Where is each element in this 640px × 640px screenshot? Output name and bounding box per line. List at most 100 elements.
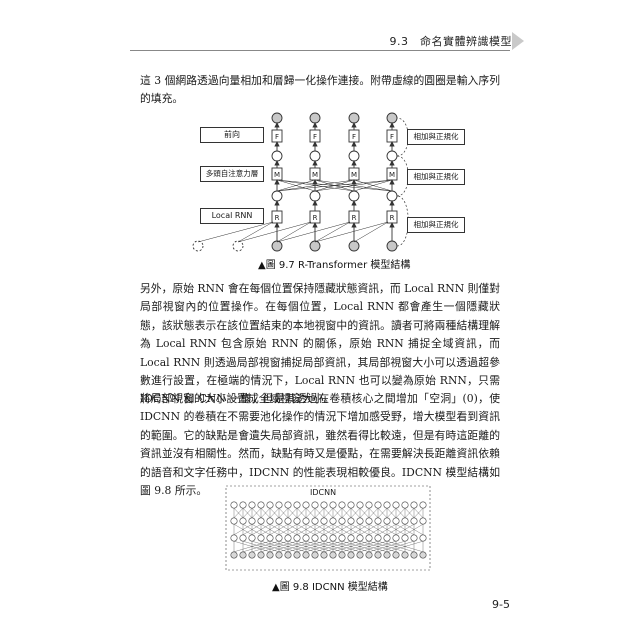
idcnn-node [257,551,265,559]
dilated-conv-edge [323,508,334,518]
ffn-letter: F [390,133,394,141]
output-node [309,112,321,124]
dilated-conv-edge [305,508,316,518]
idcnn-node [347,551,355,559]
attention-edge [276,179,393,192]
dilated-conv-edge [314,524,334,535]
dilated-conv-edge [341,508,352,518]
idcnn-node [230,551,238,559]
attention-edge [276,179,316,192]
dilated-conv-edge [359,524,379,535]
idcnn-node [275,534,283,542]
mha-box [348,167,360,181]
idcnn-node [239,517,247,525]
dilated-conv-edge [332,541,370,552]
dilated-conv-edge [296,524,316,535]
dilated-conv-edge [386,524,406,535]
dilated-conv-edge [359,508,370,518]
idcnn-node [293,517,301,525]
local-window-edge [237,221,274,243]
local-window-edge [314,221,351,243]
ffn-box [309,129,321,143]
idcnn-node [410,551,418,559]
idcnn-node [383,551,391,559]
dilated-conv-edge [296,524,316,535]
idcnn-node [239,501,247,509]
header-tab-arrow [512,32,524,50]
ffn-letter: F [313,133,317,141]
ffn-box [386,129,398,143]
dilated-conv-edge [251,524,271,535]
dilated-conv-edge [332,508,343,518]
dilated-conv-edge [269,524,289,535]
dilated-conv-edge [269,508,280,518]
dilated-conv-edge [341,541,379,552]
dilated-conv-edge [260,541,298,552]
dilated-conv-edge [332,508,343,518]
rnn-box [271,210,283,224]
paragraph-intro: 這 3 個網路透過向量相加和層歸一化操作連接。附帶虛線的圓圈是輸入序列的填充。 [140,74,500,106]
idcnn-node [356,551,364,559]
idcnn-node [365,517,373,525]
dilated-conv-edge [332,541,370,552]
idcnn-node [329,551,337,559]
padding-node [232,240,244,252]
dilated-conv-edge [377,524,397,535]
dilated-conv-edge [314,541,352,552]
idcnn-node [419,517,427,525]
idcnn-node [275,501,283,509]
idcnn-node [248,534,256,542]
dilated-conv-edge [368,541,406,552]
dilated-conv-edge [332,524,352,535]
attention-edge [353,179,393,192]
idcnn-node [329,517,337,525]
dilated-conv-edge [413,508,424,518]
idcnn-node [311,551,319,559]
dilated-conv-edge [359,541,397,552]
idcnn-node [392,501,400,509]
idcnn-node [347,501,355,509]
dilated-conv-edge [350,541,388,552]
header-rule [130,50,510,51]
dilated-conv-edge [350,524,370,535]
idcnn-node [302,517,310,525]
idcnn-node [329,534,337,542]
dilated-conv-edge [341,541,379,552]
dilated-conv-edge [350,524,370,535]
output-node [386,112,398,124]
input-node [348,240,360,252]
label-local-rnn: Local RNN [200,208,264,224]
mha-letter: M [312,171,318,179]
dilated-conv-edge [260,508,271,518]
dilated-conv-edge [305,541,343,552]
ffn-letter: F [275,133,279,141]
label-add-norm-3: 相加與正規化 [407,217,465,233]
dilated-conv-edge [260,541,298,552]
idcnn-node [365,551,373,559]
idcnn-node [365,534,373,542]
rnn-letter: R [352,214,357,222]
idcnn-node [383,534,391,542]
dilated-conv-edge [278,524,298,535]
idcnn-node [410,501,418,509]
figure-9-7-caption: ▲圖 9.7 R-Transformer 模型結構 [258,260,411,271]
mha-letter: M [389,171,395,179]
dilated-conv-edge [278,541,316,552]
attention-edge [276,179,393,192]
dilated-conv-edge [350,508,361,518]
idcnn-node [347,534,355,542]
local-window-edge [197,221,274,243]
section-title: 9.3 命名實體辨識模型 [389,35,512,48]
dilated-conv-edge [278,541,316,552]
dilated-conv-edge [377,541,415,552]
dilated-conv-edge [323,541,361,552]
local-window-edge [314,221,389,243]
idcnn-node [320,517,328,525]
rnn-box [309,210,321,224]
idcnn-node [302,534,310,542]
dilated-conv-edge [233,508,244,518]
idcnn-node [284,501,292,509]
dilated-conv-edge [314,508,325,518]
idcnn-node [419,534,427,542]
dilated-conv-edge [368,524,388,535]
